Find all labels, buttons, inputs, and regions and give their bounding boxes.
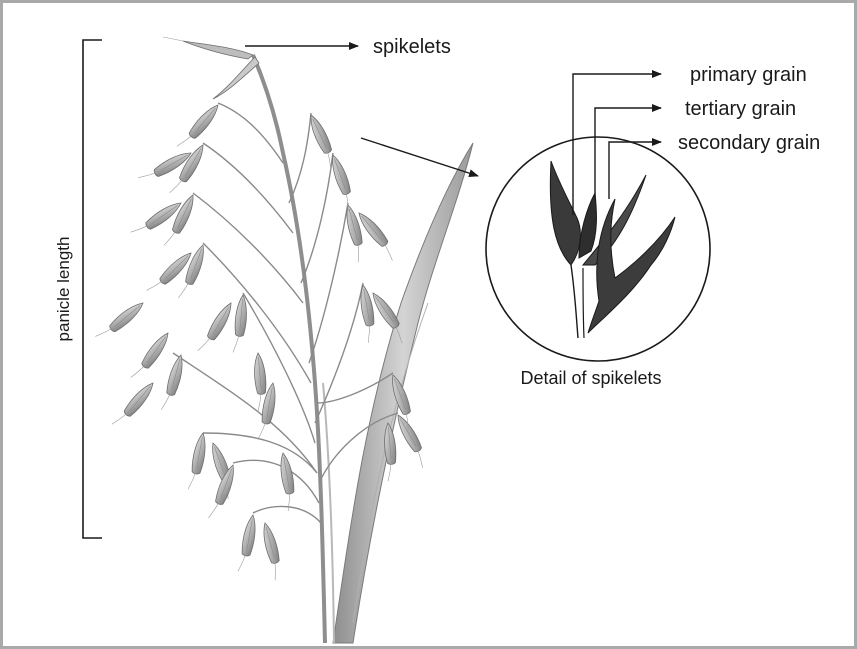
panicle-length-bracket — [83, 40, 102, 538]
panicle-length-label: panicle length — [54, 237, 73, 342]
spikelets-label: spikelets — [373, 36, 451, 58]
detail-pointer-arrow — [361, 138, 478, 176]
detail-caption: Detail of spikelets — [520, 368, 661, 388]
top-spikelet — [163, 37, 259, 99]
detail-circle — [486, 137, 710, 361]
oat-plant-illustration — [95, 37, 473, 643]
secondary-grain-label: secondary grain — [678, 132, 820, 154]
oat-panicle-diagram: panicle length spikelets primary grain t… — [3, 3, 854, 646]
tertiary-grain-label: tertiary grain — [685, 98, 796, 120]
primary-grain-label: primary grain — [690, 64, 807, 86]
